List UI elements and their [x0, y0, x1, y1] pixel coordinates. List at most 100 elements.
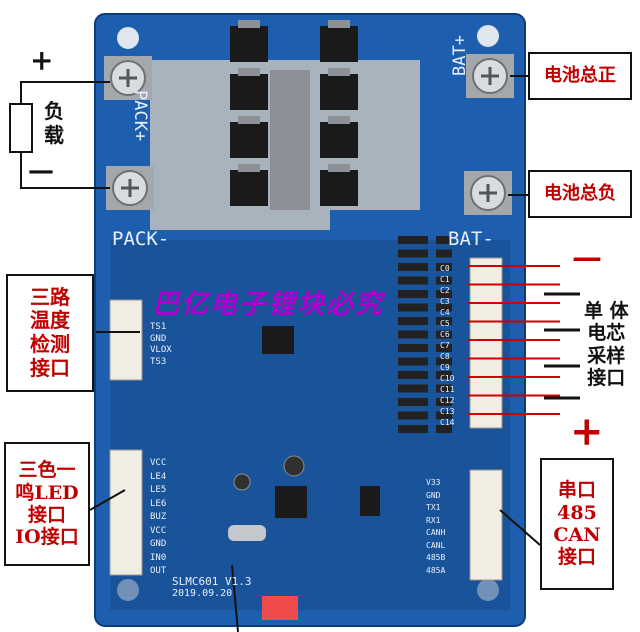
- cell-pin-label: C0: [440, 264, 450, 273]
- balance-resistor: [436, 344, 452, 352]
- balance-resistor: [398, 303, 428, 312]
- cell-minus: —: [572, 240, 602, 275]
- crystal: [228, 525, 266, 541]
- transceiver-chip: [360, 486, 380, 516]
- led-label: 三色一 鸣LED 接口 IO接口: [4, 442, 90, 566]
- load-resistor-symbol: [9, 103, 33, 153]
- cell-line-4: 接口: [587, 367, 626, 390]
- comm-connector: [469, 469, 503, 581]
- led-line-1: 三色一: [18, 459, 76, 482]
- balance-resistor: [436, 249, 452, 258]
- led-connector: [109, 449, 143, 576]
- cell-pin-label: C12: [440, 396, 455, 405]
- led-pin-label: LE5: [150, 485, 167, 495]
- comm-line-1: 串口: [557, 479, 596, 502]
- temp-line-3: 检测: [30, 332, 70, 356]
- balance-resistor-array: [398, 236, 452, 433]
- silk-date: 2019.09.20: [172, 588, 233, 599]
- balance-resistor: [436, 303, 452, 312]
- load-line-2: 载: [44, 122, 64, 147]
- mosfet: [320, 26, 358, 62]
- mosfet: [320, 170, 358, 206]
- balance-resistor: [398, 371, 428, 379]
- mosfet: [320, 74, 358, 110]
- cell-pin-label: C3: [440, 297, 450, 306]
- cell-pin-label: C13: [440, 407, 455, 416]
- capacitor: [283, 455, 305, 477]
- cell-pin-label: C9: [440, 363, 450, 372]
- capacitor: [233, 473, 251, 491]
- mount-hole: [477, 25, 499, 47]
- mosfet-tab: [328, 68, 350, 76]
- cell-pin-label: C11: [440, 385, 455, 394]
- temp-connector: [109, 299, 143, 381]
- silk-pack-minus: PACK-: [112, 228, 170, 250]
- terminal-screws: [104, 54, 514, 215]
- temp-line-2: 温度: [30, 308, 70, 333]
- led-pin-label: VCC: [150, 458, 167, 468]
- mosfet-tab: [328, 164, 350, 172]
- balance-resistor: [436, 371, 452, 379]
- temp-pin-label: TS3: [150, 356, 167, 367]
- comm-pin-label: CANH: [426, 528, 446, 537]
- cell-pin-label: C1: [440, 275, 450, 284]
- led-pin-label: LE6: [150, 498, 167, 509]
- comm-pin-label: GND: [426, 490, 441, 500]
- balance-resistor: [436, 398, 452, 406]
- comm-line-2: 485: [557, 501, 597, 524]
- cell-pin-label: C4: [440, 308, 450, 317]
- balance-resistor: [398, 384, 428, 393]
- led-line-2: 鸣LED: [15, 481, 79, 504]
- watermark: 巴亿电子锂块必究: [152, 289, 384, 320]
- led-pin-label: BUZ: [150, 512, 167, 522]
- balance-resistor: [436, 263, 452, 271]
- silk-bat-minus: BAT-: [448, 228, 494, 250]
- mosfet: [230, 170, 268, 206]
- load-wire-bottom: [20, 152, 110, 189]
- mosfet: [230, 26, 268, 62]
- load-wire-top: [20, 81, 110, 104]
- mosfet-tab: [328, 116, 350, 124]
- pointer-comm: [499, 509, 541, 546]
- mosfet-array: [230, 20, 358, 206]
- led-pin-label: IN0: [150, 552, 167, 563]
- cell-pin-label: C14: [440, 418, 455, 427]
- cell-pin-label: C5: [440, 319, 450, 328]
- mosfet-tab: [328, 20, 350, 28]
- balance-resistor: [398, 276, 428, 285]
- load-plus: +: [30, 44, 54, 77]
- led-line-4: IO接口: [15, 526, 79, 549]
- silk-pack-plus: PACK+: [130, 90, 150, 142]
- led-pin-label: VCC: [150, 525, 167, 536]
- comm-pin-label: CANL: [426, 540, 446, 550]
- dip-switch: [262, 596, 298, 620]
- led-pin-label: GND: [150, 539, 167, 549]
- mosfet-tab: [238, 164, 260, 172]
- balance-resistor: [436, 411, 452, 420]
- temp-line-4: 接口: [30, 355, 70, 380]
- balance-resistor: [436, 317, 452, 325]
- balance-resistor: [398, 330, 428, 339]
- balance-resistor: [398, 263, 428, 271]
- load-minus: —: [28, 156, 54, 186]
- balance-resistor: [398, 236, 428, 244]
- comm-pin-label: RX1: [426, 515, 441, 525]
- balance-resistor: [436, 236, 452, 244]
- cell-connector: [469, 257, 503, 429]
- temp-pin-label: VLOX: [150, 345, 172, 355]
- balance-resistor: [436, 276, 452, 285]
- balance-resistor: [398, 357, 428, 366]
- temp-pin-label: GND: [150, 333, 167, 344]
- cell-plus: +: [570, 408, 604, 455]
- bat-pos-label: 电池总正: [528, 52, 632, 100]
- balance-resistor: [398, 411, 428, 420]
- cell-pin-label: C10: [440, 374, 455, 383]
- comm-line-4: 接口: [557, 546, 596, 569]
- afe-chip: [262, 326, 294, 354]
- mount-hole: [117, 27, 139, 49]
- temp-pin-label: TS1: [150, 322, 167, 332]
- cell-label: 单 体 电芯 采样 接口: [584, 300, 629, 390]
- cell-line-2: 电芯: [587, 322, 626, 345]
